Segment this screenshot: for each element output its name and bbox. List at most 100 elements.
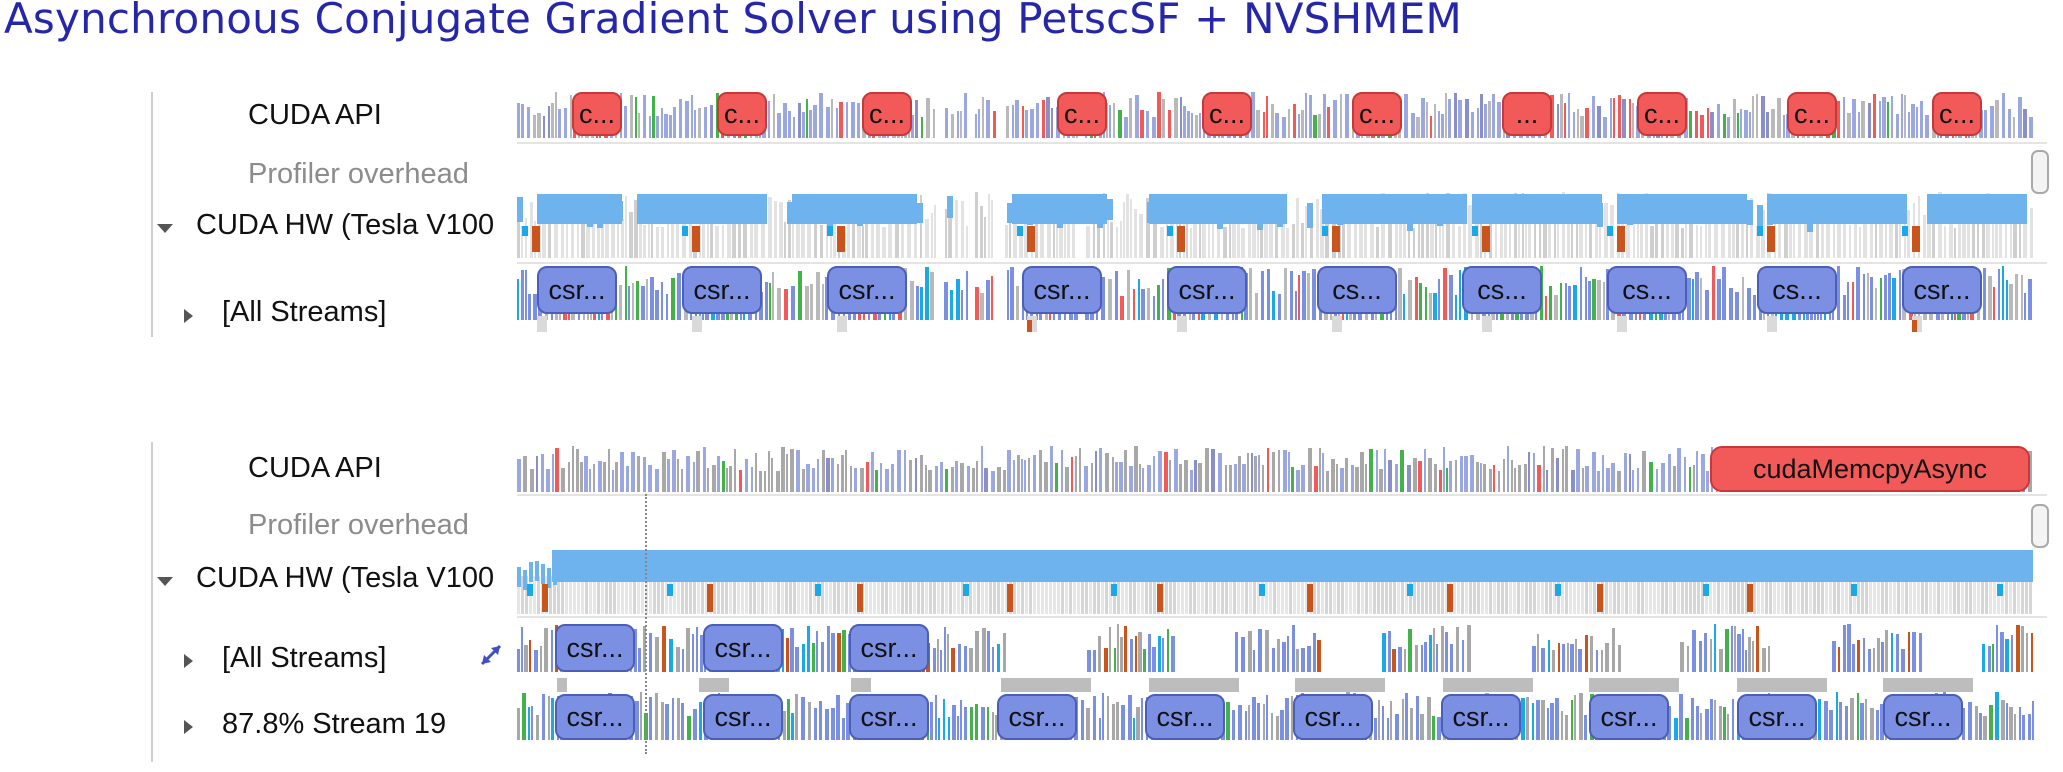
hw-background-mark[interactable] — [1185, 576, 1188, 614]
api-call-mark[interactable] — [693, 461, 695, 492]
hw-background-mark[interactable] — [1989, 576, 1992, 614]
stream-kernel-mark[interactable] — [1584, 714, 1587, 740]
api-call-mark[interactable] — [1291, 466, 1294, 492]
api-call-mark[interactable] — [783, 102, 787, 138]
stream-kernel-mark[interactable] — [655, 693, 658, 740]
stream-kernel-mark[interactable] — [1592, 279, 1596, 320]
api-call-mark[interactable] — [1632, 102, 1634, 138]
hw-background-mark[interactable] — [1681, 228, 1684, 258]
hw-background-mark[interactable] — [907, 217, 911, 258]
hw-background-mark[interactable] — [1457, 576, 1460, 614]
hw-background-mark[interactable] — [1199, 203, 1201, 258]
api-call-mark[interactable] — [1629, 453, 1631, 492]
stream-kernel-mark[interactable] — [665, 703, 669, 740]
hw-background-mark[interactable] — [1745, 576, 1748, 614]
hw-background-mark[interactable] — [792, 199, 794, 258]
hw-kernel-mark[interactable] — [1337, 199, 1343, 225]
hw-background-mark[interactable] — [1468, 205, 1472, 258]
hw-background-mark[interactable] — [597, 576, 600, 614]
gap-bar[interactable] — [1001, 678, 1091, 692]
stream-kernel-mark[interactable] — [1429, 635, 1432, 672]
stream-kernel-mark[interactable] — [1016, 286, 1019, 320]
kernel-pill[interactable]: cs... — [1757, 266, 1837, 314]
stream-kernel-mark[interactable] — [1560, 283, 1562, 320]
hw-background-mark[interactable] — [777, 576, 780, 614]
hw-background-mark[interactable] — [1517, 576, 1520, 614]
idle-mark[interactable] — [537, 316, 547, 332]
stream-kernel-mark[interactable] — [666, 293, 668, 320]
hw-background-mark[interactable] — [699, 220, 701, 258]
hw-background-mark[interactable] — [1697, 576, 1700, 614]
stream-kernel-mark[interactable] — [696, 627, 698, 672]
kernel-pill[interactable]: csr... — [703, 624, 783, 672]
api-call-mark[interactable] — [945, 107, 948, 138]
api-call-mark[interactable] — [734, 449, 736, 492]
api-call-mark[interactable] — [1271, 103, 1274, 138]
hw-background-mark[interactable] — [1009, 217, 1011, 258]
hw-kernel-block[interactable] — [792, 194, 917, 224]
hw-background-mark[interactable] — [1982, 194, 1985, 258]
stream-kernel-mark[interactable] — [969, 648, 973, 672]
api-call-mark[interactable] — [536, 456, 538, 492]
api-call-mark[interactable] — [667, 459, 670, 492]
kernel-pill[interactable]: csr... — [682, 266, 762, 314]
api-call-mark[interactable] — [813, 104, 817, 138]
hw-background-mark[interactable] — [895, 196, 899, 258]
hw-kernel-mark[interactable] — [2017, 199, 2023, 219]
hw-background-mark[interactable] — [1153, 216, 1157, 258]
hw-background-mark[interactable] — [768, 196, 772, 258]
stream-kernel-mark[interactable] — [991, 275, 993, 320]
stream-kernel-mark[interactable] — [1700, 712, 1702, 740]
hw-background-mark[interactable] — [1714, 201, 1718, 258]
api-call-mark[interactable] — [1430, 116, 1432, 138]
api-call-mark[interactable] — [975, 113, 977, 138]
stream-kernel-mark[interactable] — [1558, 642, 1560, 672]
hw-background-mark[interactable] — [548, 213, 551, 258]
hw-background-mark[interactable] — [573, 576, 576, 614]
hw-background-mark[interactable] — [888, 193, 892, 258]
stream-kernel-mark[interactable] — [1585, 277, 1587, 320]
hw-background-mark[interactable] — [1373, 576, 1376, 614]
stream-kernel-mark[interactable] — [825, 277, 828, 320]
stream-kernel-mark[interactable] — [1445, 631, 1448, 672]
hw-background-mark[interactable] — [639, 209, 642, 258]
hw-background-mark[interactable] — [1927, 219, 1931, 258]
hw-background-mark[interactable] — [1120, 221, 1122, 258]
hw-background-mark[interactable] — [1019, 226, 1023, 258]
hw-background-mark[interactable] — [1357, 576, 1360, 614]
api-call-mark[interactable] — [984, 468, 988, 492]
hw-background-mark[interactable] — [1173, 576, 1176, 614]
stream-kernel-mark[interactable] — [1532, 702, 1534, 740]
memcpy-mark[interactable] — [1332, 226, 1340, 252]
api-call-mark[interactable] — [1275, 113, 1279, 138]
stream-kernel-mark[interactable] — [787, 699, 790, 740]
memcpy-mark[interactable] — [1617, 226, 1625, 252]
hw-background-mark[interactable] — [585, 576, 588, 614]
api-call-mark[interactable] — [568, 462, 570, 492]
hw-background-mark[interactable] — [1377, 576, 1380, 614]
api-call-mark[interactable] — [1157, 92, 1161, 138]
hw-background-mark[interactable] — [1986, 192, 1990, 258]
hw-background-mark[interactable] — [1480, 206, 1482, 258]
stream-kernel-mark[interactable] — [1429, 293, 1432, 320]
stream-kernel-mark[interactable] — [1424, 641, 1427, 672]
stream-kernel-mark[interactable] — [987, 707, 989, 740]
api-call-mark[interactable] — [1006, 106, 1009, 138]
hw-background-mark[interactable] — [1223, 226, 1227, 258]
hw-background-mark[interactable] — [715, 226, 719, 258]
api-call-mark[interactable] — [598, 461, 602, 492]
api-call-mark[interactable] — [696, 450, 700, 492]
stream-kernel-mark[interactable] — [534, 649, 538, 672]
stream-kernel-mark[interactable] — [1526, 696, 1529, 740]
stream-kernel-mark[interactable] — [940, 649, 942, 672]
api-call-mark[interactable] — [1446, 467, 1448, 492]
stream-kernel-mark[interactable] — [1700, 278, 1702, 320]
api-call-mark[interactable] — [1602, 455, 1604, 492]
stream-kernel-mark[interactable] — [638, 648, 641, 672]
api-call-mark[interactable] — [1238, 455, 1241, 492]
idle-mark[interactable] — [1177, 316, 1187, 332]
api-call-mark[interactable] — [1511, 459, 1513, 492]
api-call-mark[interactable] — [1498, 471, 1500, 492]
stream-kernel-mark[interactable] — [1378, 699, 1380, 740]
api-call-mark[interactable] — [1174, 98, 1178, 138]
